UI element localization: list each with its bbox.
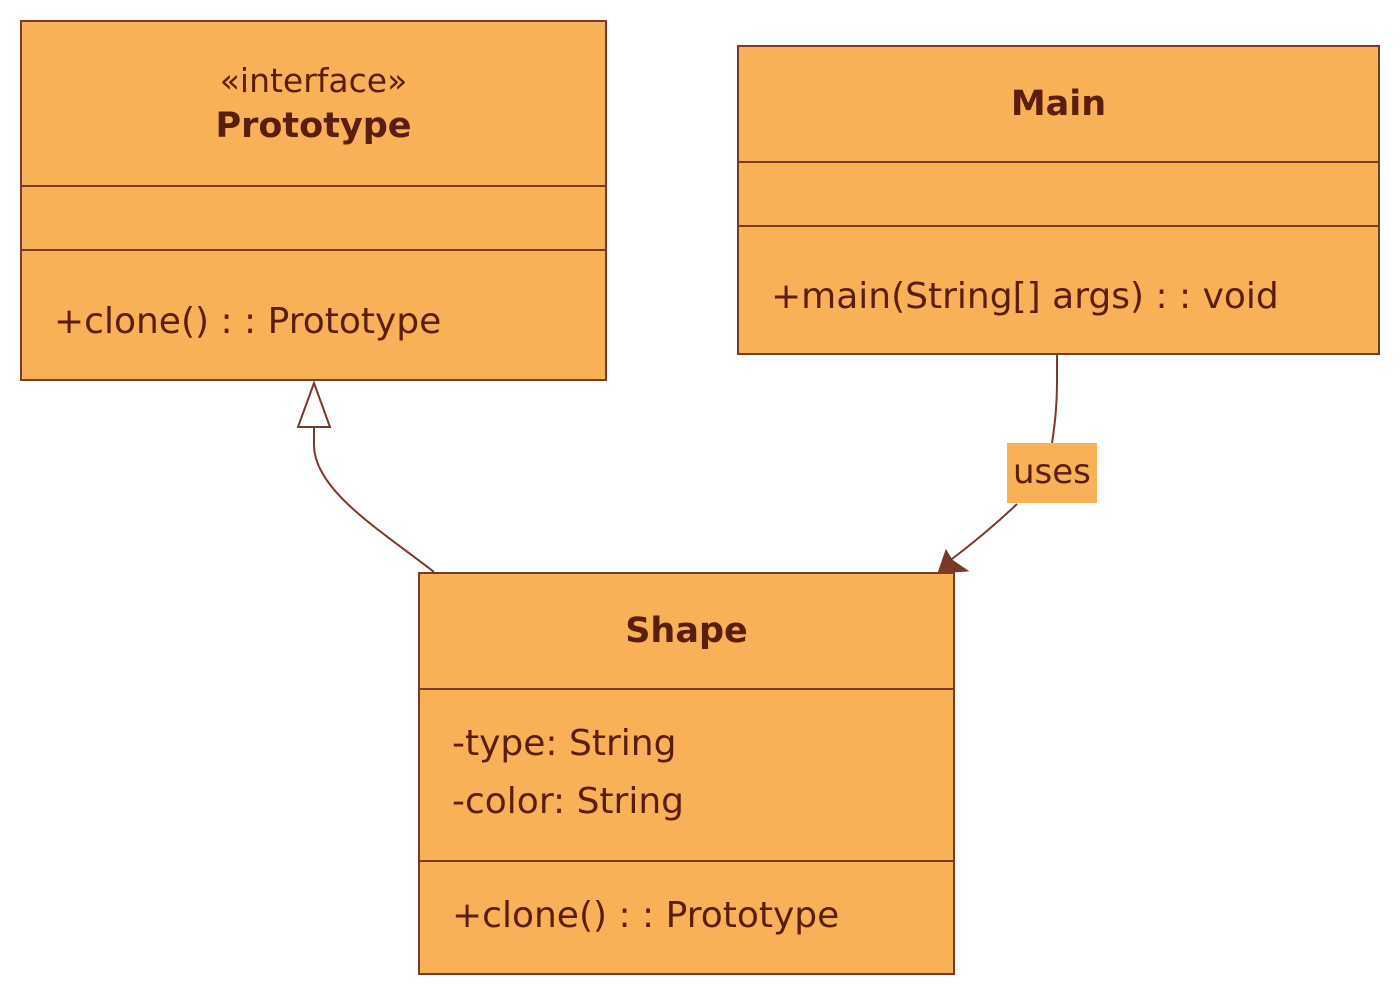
association-arrowhead-icon: [937, 548, 970, 574]
realization-line: [313, 427, 435, 573]
class-shape-name: Shape: [625, 611, 748, 651]
class-main: Main +main(String[] args) : : void: [737, 45, 1380, 355]
class-prototype-name: Prototype: [215, 105, 412, 146]
class-prototype-divider-2: [22, 249, 605, 251]
class-main-name: Main: [1010, 84, 1107, 124]
association-line: [1051, 354, 1058, 444]
class-prototype-stereotype: «interface»: [219, 60, 408, 100]
class-main-method: +main(String[] args) : : void: [771, 276, 1279, 317]
class-shape-attribute: -color: String: [452, 781, 685, 822]
class-prototype-divider-1: [22, 185, 605, 187]
class-shape-divider-2: [420, 860, 953, 862]
class-prototype-method: +clone() : : Prototype: [54, 301, 442, 342]
association-line-lower: [947, 503, 1018, 563]
class-prototype-header: «interface» Prototype: [22, 22, 605, 185]
class-shape: Shape -type: String -color: String +clon…: [418, 572, 955, 975]
realization-arrowhead-icon: [296, 380, 332, 428]
class-shape-divider-1: [420, 688, 953, 690]
class-shape-method: +clone() : : Prototype: [452, 895, 840, 936]
class-main-divider-1: [739, 161, 1378, 163]
class-prototype: «interface» Prototype +clone() : : Proto…: [20, 20, 607, 381]
class-shape-attribute: -type: String: [452, 723, 677, 764]
association-label: uses: [1007, 443, 1097, 503]
class-shape-header: Shape: [420, 574, 953, 688]
class-main-header: Main: [739, 47, 1378, 161]
class-main-divider-2: [739, 225, 1378, 227]
